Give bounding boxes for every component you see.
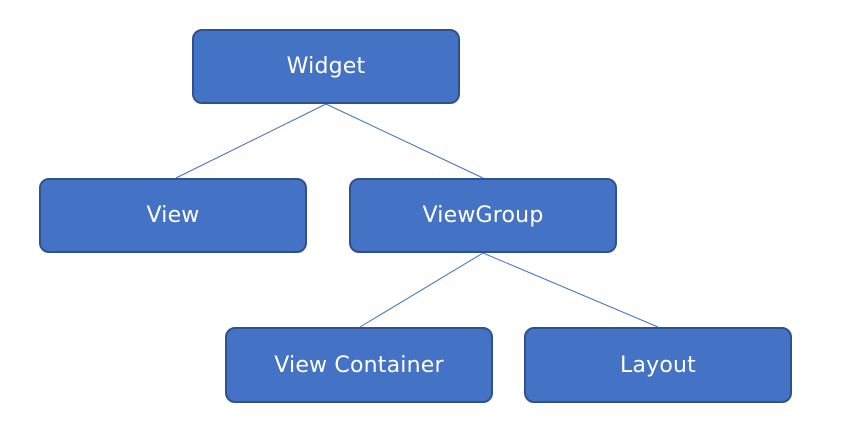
node-widget-label: Widget xyxy=(286,54,366,79)
connector-viewgroup-layout xyxy=(482,252,659,328)
node-layout: Layout xyxy=(524,327,792,403)
node-viewgroup-label: ViewGroup xyxy=(422,203,544,228)
connector-widget-view xyxy=(175,103,327,179)
node-viewgroup: ViewGroup xyxy=(349,178,617,253)
node-view: View xyxy=(39,178,307,253)
node-view-container: View Container xyxy=(225,327,493,403)
node-view-label: View xyxy=(146,203,200,228)
node-view-container-label: View Container xyxy=(274,352,444,378)
connector-viewgroup-viewcontainer xyxy=(359,252,484,328)
connector-widget-viewgroup xyxy=(325,103,484,179)
node-layout-label: Layout xyxy=(620,352,696,378)
node-widget: Widget xyxy=(192,29,460,104)
